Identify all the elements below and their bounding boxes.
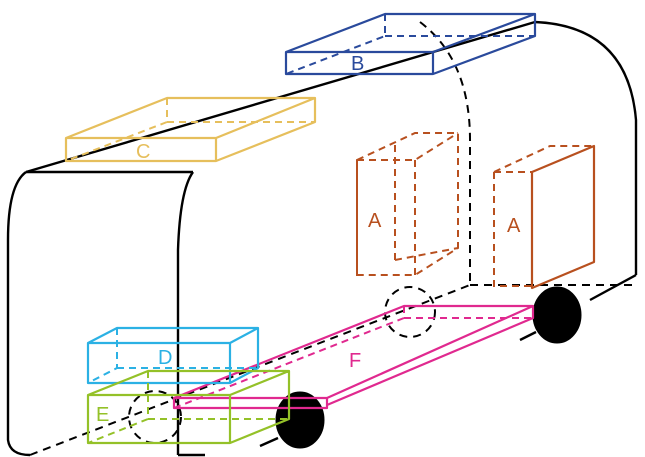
storage-box-e: E — [86, 369, 291, 445]
box-c-hidden-edges — [65, 98, 315, 162]
storage-box-c: C — [64, 96, 317, 163]
box-a2-outline — [530, 144, 596, 290]
box-a1-label: A — [368, 210, 382, 232]
front-wheel-arch — [128, 390, 182, 444]
box-a2-hidden-edges — [493, 145, 594, 287]
box-f-hidden-edges — [173, 306, 533, 409]
rear-wheel-arch — [384, 286, 436, 338]
storage-box-f: F — [172, 304, 535, 410]
floor-hidden-line — [29, 284, 471, 456]
front-face-outer — [6, 171, 31, 457]
box-e-hidden-edges — [87, 371, 289, 444]
roof-edge — [25, 20, 638, 275]
front-axle — [259, 436, 279, 448]
box-d-label: D — [158, 347, 172, 369]
box-e-label: E — [96, 404, 109, 426]
box-f-label: F — [349, 350, 361, 372]
box-b-outline — [284, 12, 537, 76]
box-c-label: C — [136, 141, 150, 163]
storage-box-a-2: A — [493, 144, 596, 290]
box-c-outline — [64, 96, 317, 163]
storage-box-d: D — [86, 326, 260, 385]
box-a2-label: A — [507, 215, 521, 237]
front-face-inner — [176, 171, 194, 455]
storage-box-a-1: A — [356, 132, 459, 276]
rear-wheel — [532, 286, 582, 344]
rear-axle — [519, 330, 537, 342]
box-d-hidden-edges — [87, 328, 258, 384]
storage-box-b: B — [284, 12, 537, 76]
box-f-outline — [172, 304, 535, 410]
box-a1-edges — [356, 132, 459, 276]
tail-edge — [589, 273, 637, 302]
box-b-label: B — [351, 53, 364, 75]
rear-hidden-arc — [419, 21, 471, 285]
box-b-hidden-edges — [285, 14, 535, 75]
